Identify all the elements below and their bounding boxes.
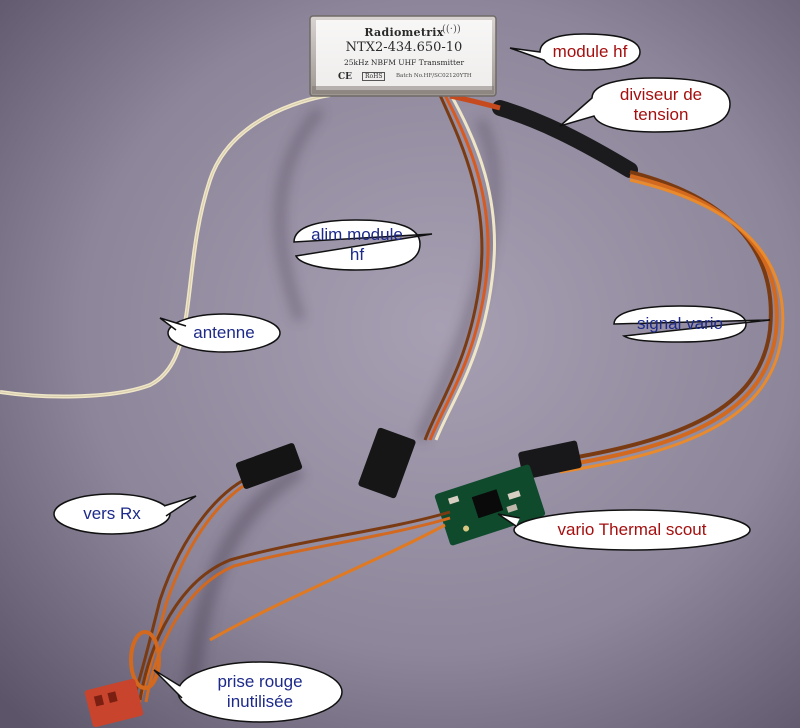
radio-wave-icon: ((·)): [442, 24, 461, 35]
voltage-divider: [492, 100, 638, 178]
ce-mark: CE: [338, 72, 353, 82]
power-wires: [423, 94, 496, 441]
module-brand: Radiometrix: [364, 26, 444, 39]
bubble-alim: [293, 219, 433, 271]
bubble-prise: [177, 661, 343, 723]
red-connector: [84, 678, 144, 728]
module-model: NTX2-434.650-10: [345, 40, 463, 55]
bubble-module-hf: [509, 33, 641, 71]
bubble-signal-vario: [613, 305, 771, 343]
module-subtitle: 25kHz NBFM UHF Transmitter: [343, 58, 465, 67]
vario-connector: [518, 440, 582, 480]
bubble-vers-rx: [53, 493, 171, 535]
power-connector: [358, 427, 416, 499]
module-batch: Batch No.HF/SC02120YTH: [396, 73, 472, 79]
bubble-diviseur: [559, 77, 731, 133]
callout-bubbles: [53, 33, 771, 723]
vario-pcb: [434, 464, 546, 546]
wire-coil: [129, 630, 161, 690]
rohs-badge: RoHS: [362, 72, 386, 81]
signal-wire: [559, 170, 785, 474]
rx-connector: [235, 443, 303, 489]
bubble-vario: [513, 509, 751, 551]
hf-module-label: Radiometrix ((·)) NTX2-434.650-10 25kHz …: [316, 20, 492, 92]
bubble-antenne: [167, 313, 281, 353]
